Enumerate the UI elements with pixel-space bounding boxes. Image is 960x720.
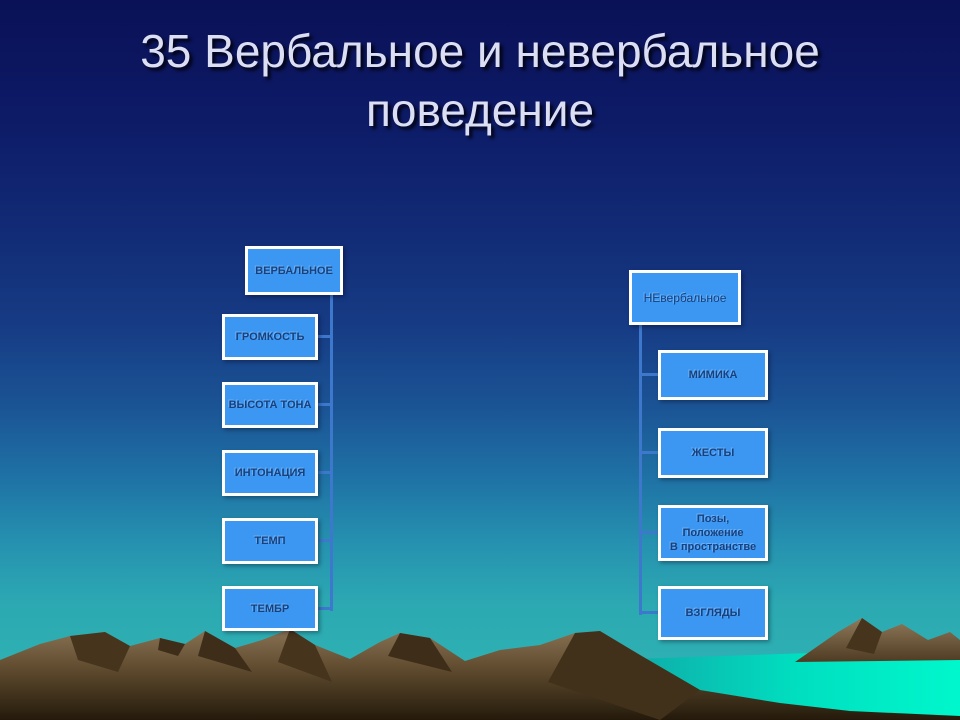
left-connector-vertical — [330, 295, 333, 611]
mountains-graphic — [0, 618, 960, 720]
right-connector-stub — [642, 611, 658, 614]
left-connector-stub — [318, 403, 330, 406]
org-box-mimics: МИМИКА — [658, 350, 768, 400]
left-connector-stub — [318, 471, 330, 474]
main-mountains-shape — [0, 629, 960, 720]
left-connector-stub — [318, 607, 330, 610]
right-connector-stub — [642, 373, 658, 376]
mountain-facet — [548, 631, 700, 720]
right-connector-stub — [642, 451, 658, 454]
org-box-intonation: ИНТОНАЦИЯ — [222, 450, 318, 496]
slide-title-line2: поведение — [365, 83, 595, 136]
mountain-facet — [70, 632, 130, 672]
slide-title-line1: 35 Вербальное и невербальное — [140, 25, 820, 77]
org-box-tempo: ТЕМП — [222, 518, 318, 564]
right-connector-stub — [642, 531, 658, 534]
left-connector-stub — [318, 335, 330, 338]
slide-title: 35 Вербальное и невербальное поведение — [0, 22, 960, 140]
org-box-poses: Позы, Положение В пространстве — [658, 505, 768, 561]
org-box-timbre: ТЕМБР — [222, 586, 318, 631]
org-box-pitch: ВЫСОТА ТОНА — [222, 382, 318, 428]
org-box-glances: ВЗГЛЯДЫ — [658, 586, 768, 640]
mountain-facet — [388, 633, 452, 672]
org-box-volume: ГРОМКОСТЬ — [222, 314, 318, 360]
org-box-nonverbal-root: НЕвербальное — [629, 270, 741, 325]
right-connector-vertical — [639, 325, 642, 615]
org-box-verbal-root: ВЕРБАЛЬНОЕ — [245, 246, 343, 295]
org-box-gestures: ЖЕСТЫ — [658, 428, 768, 478]
mountain-facet — [158, 638, 185, 656]
right-mountain-facet — [846, 618, 882, 654]
mountain-facet — [198, 631, 252, 672]
left-connector-stub — [318, 539, 330, 542]
mountain-facet — [278, 629, 332, 682]
